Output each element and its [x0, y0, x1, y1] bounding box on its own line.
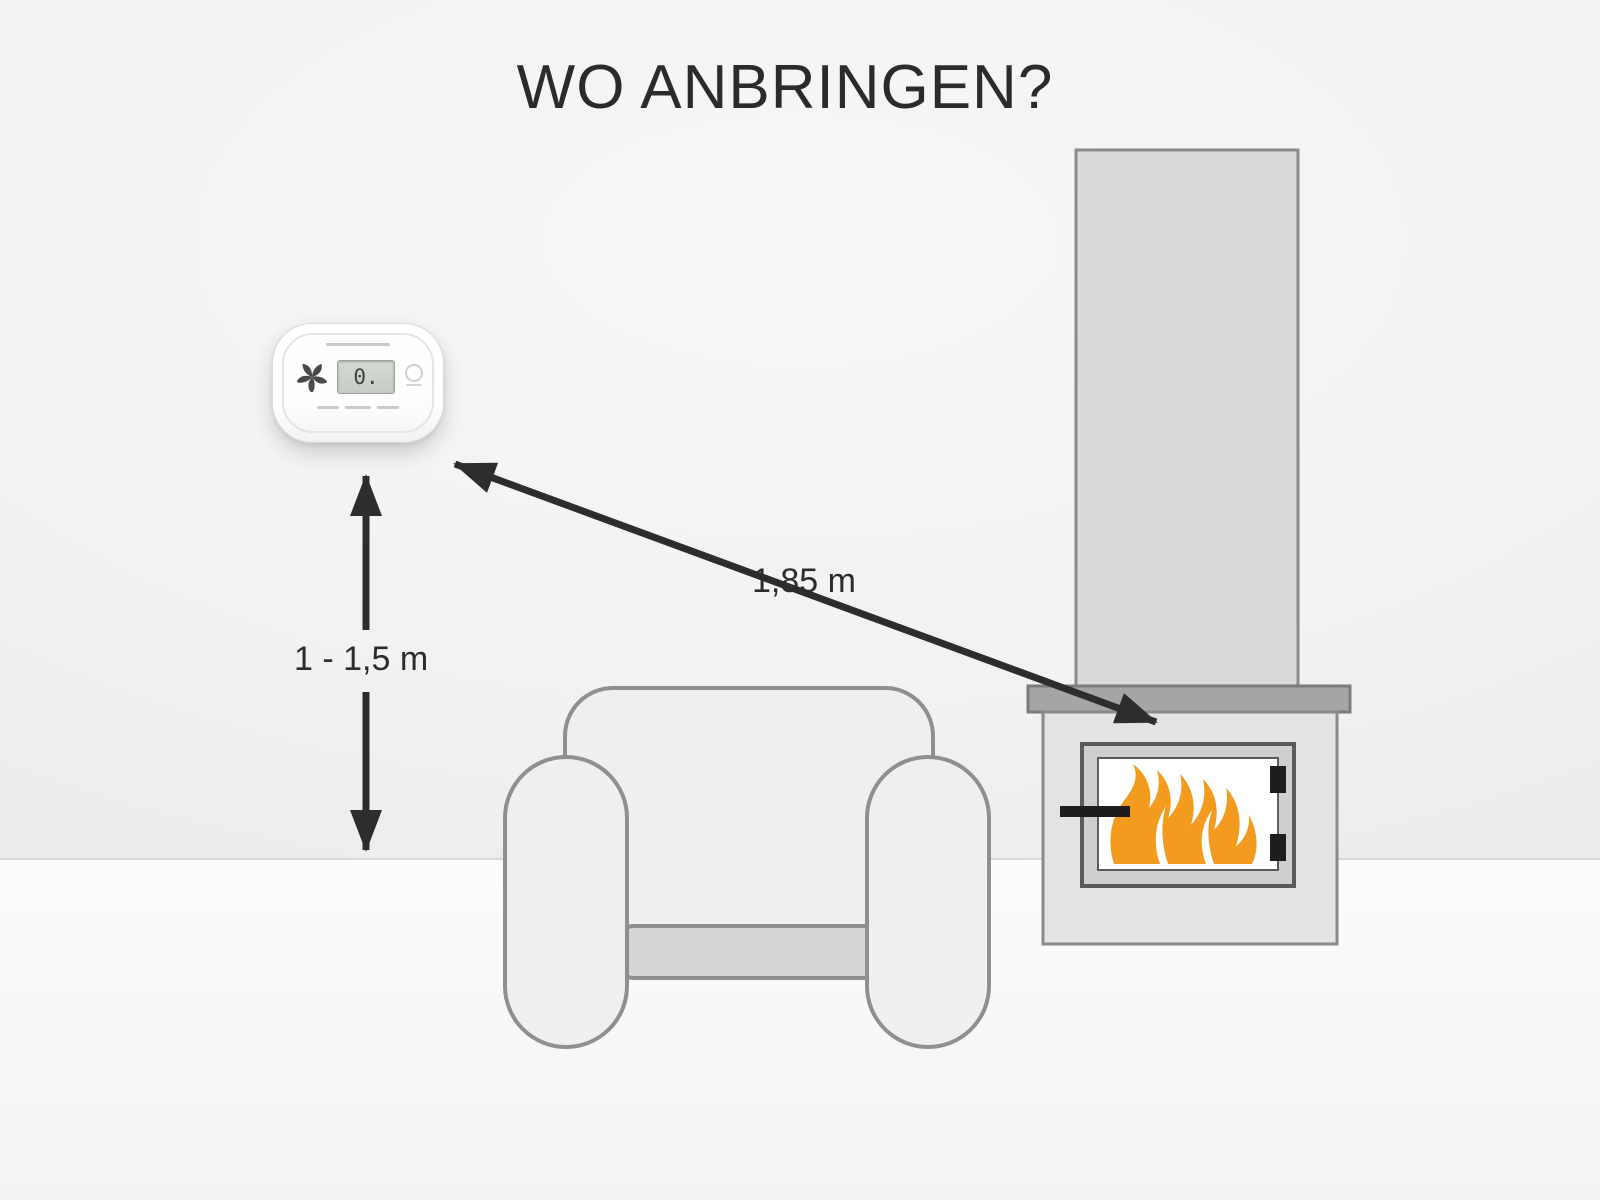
flame-gap	[1201, 810, 1214, 864]
armchair-left-arm	[503, 755, 629, 1049]
stove-hinge-top	[1270, 766, 1286, 793]
chimney	[1074, 148, 1300, 692]
armchair	[503, 686, 991, 1049]
fireplace	[1026, 148, 1352, 946]
page-title: WO ANBRINGEN?	[516, 53, 1054, 122]
microtext-segment	[317, 406, 339, 409]
distance-label: 1,85 m	[752, 562, 856, 600]
microtext-segment	[345, 406, 371, 409]
distance-arrow	[453, 460, 1158, 726]
detector-bottom-microtext	[314, 406, 402, 409]
height-label: 1 - 1,5 m	[294, 640, 429, 678]
detector-top-microtext	[326, 343, 390, 346]
armchair-base	[621, 924, 875, 980]
detector-logo-icon	[405, 364, 423, 386]
detector-display-value: 0.	[353, 365, 379, 389]
detector-face-outline	[282, 333, 434, 433]
detector-fan-icon	[297, 363, 327, 392]
flame-icon	[1110, 764, 1257, 864]
detector-display: 0.	[337, 360, 395, 394]
flame-gap	[1155, 806, 1168, 864]
co-detector: 0.	[272, 323, 444, 443]
microtext-segment	[377, 406, 399, 409]
armchair-right-arm	[865, 755, 991, 1049]
stove-handle	[1060, 806, 1130, 817]
stove-hinge-bottom	[1270, 834, 1286, 861]
